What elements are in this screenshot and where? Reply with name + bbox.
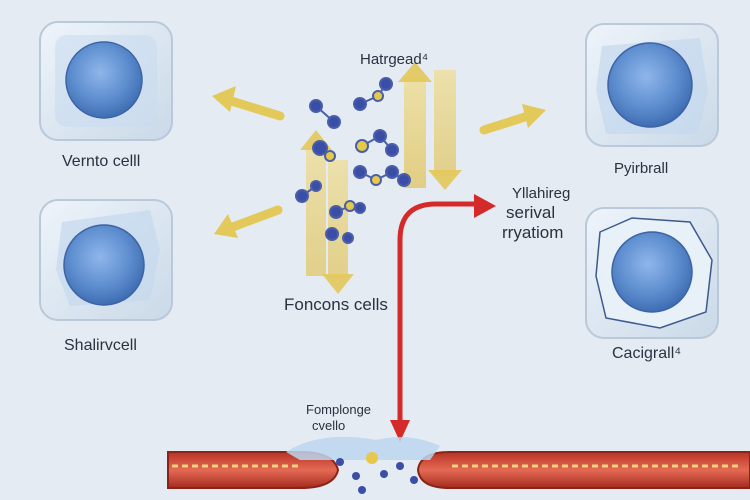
cell-top-right [585,23,719,147]
label-red-arrow-line2: serival [506,203,555,222]
label-vessel-line1: Fomplonge [306,402,371,417]
cell-top-left [39,21,173,141]
label-cell-mid-right: Cacigrall⁴ [612,345,681,362]
label-cell-top-left: Vernto celll [62,153,140,170]
label-red-arrow-line1: Yllahireg [512,185,570,202]
cell-mid-left [39,199,173,321]
label-center-bottom: Foncons cells [284,295,388,314]
yellow-arrow-to-top-left [212,86,285,121]
yellow-arrow-down-center [428,70,462,190]
yellow-arrow-up-center [398,62,432,188]
yellow-arrow-down-left [322,160,354,294]
label-top-center: Hatrgead⁴ [360,51,428,68]
cell-mid-right [585,207,719,339]
label-red-arrow-line3: rryatiom [502,223,563,242]
blood-vessel [167,436,750,494]
label-vessel-line2: cvello [312,418,345,433]
red-arrow [390,194,496,442]
molecule-cluster [295,77,411,244]
label-cell-top-right: Pyirbrall [614,160,668,177]
yellow-arrow-to-mid-left [214,205,283,238]
yellow-arrow-to-top-right [479,104,546,135]
label-cell-mid-left: Shalirvcell [64,337,137,354]
